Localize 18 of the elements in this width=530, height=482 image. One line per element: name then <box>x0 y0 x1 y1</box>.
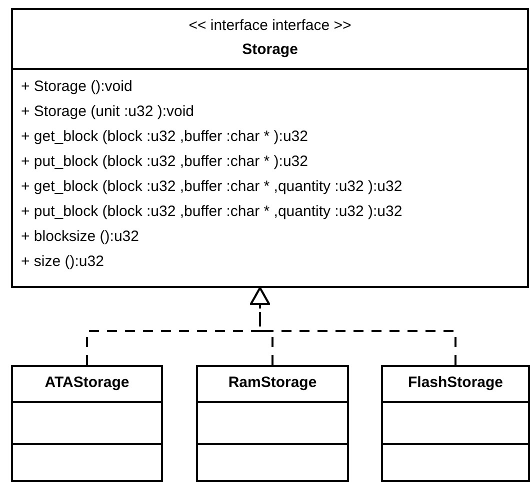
method-signature: + size ():u32 <box>21 252 105 272</box>
class-box <box>381 365 530 482</box>
method-signature: + get_block (block :u32 ,buffer :char * ,quantity :u32 ):u32 <box>21 177 404 197</box>
method-signature: + Storage ():void <box>21 77 134 97</box>
class-box <box>11 8 529 288</box>
method-signature: + put_block (block :u32 ,buffer :char * ):u32 <box>21 152 309 172</box>
class-name: RamStorage <box>227 373 318 393</box>
class-box <box>196 365 349 482</box>
method-signature: + Storage (unit :u32 ):void <box>21 102 196 122</box>
class-name: ATAStorage <box>44 373 130 393</box>
class-name: FlashStorage <box>406 373 504 393</box>
method-signature: + get_block (block :u32 ,buffer :char * ):u32 <box>21 127 309 147</box>
class-name: Storage <box>241 40 299 60</box>
realization-arrow <box>250 287 456 365</box>
stereotype-label: << interface interface >> <box>188 16 352 36</box>
method-signature: + put_block (block :u32 ,buffer :char * ,quantity :u32 ):u32 <box>21 202 404 222</box>
class-box <box>11 365 163 482</box>
method-signature: + blocksize ():u32 <box>21 227 140 247</box>
